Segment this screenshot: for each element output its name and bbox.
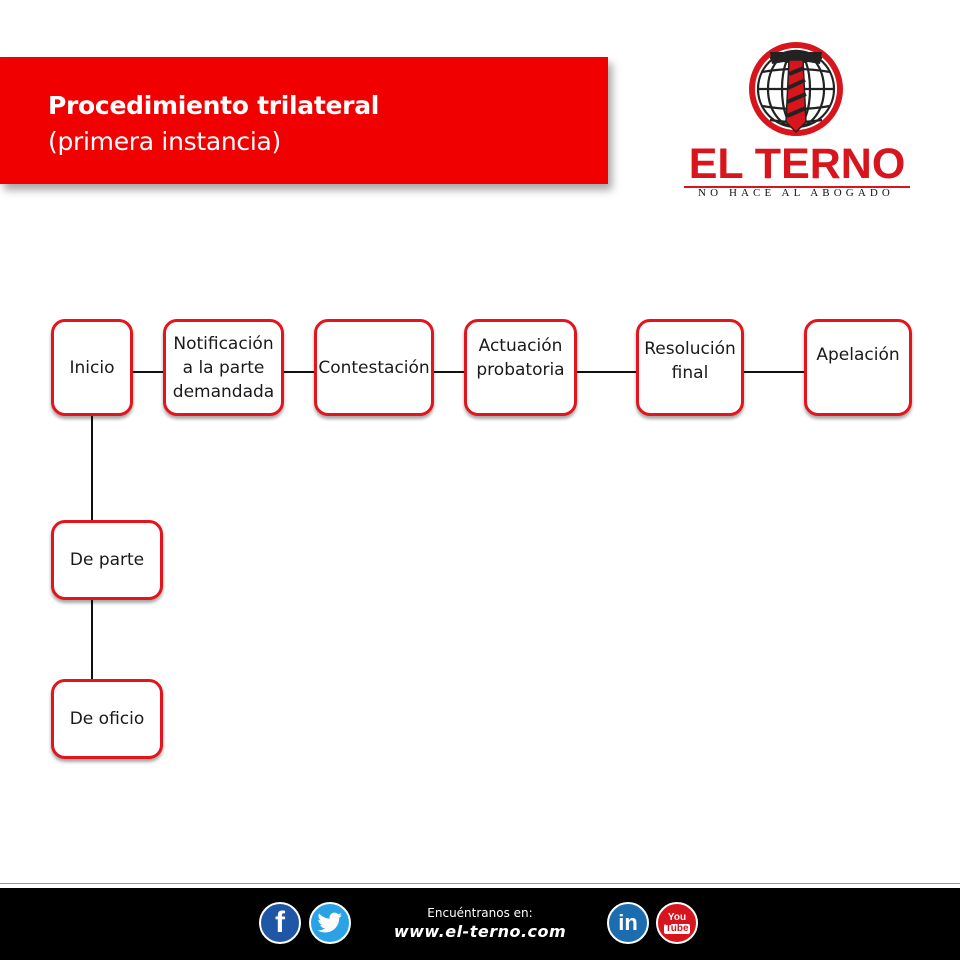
- twitter-icon[interactable]: [309, 902, 351, 944]
- logo-brand-text: EL TERNO: [688, 140, 906, 188]
- youtube-icon[interactable]: You Tube: [656, 902, 698, 944]
- node-actuacion: Actuación probatoria: [464, 319, 577, 416]
- header-banner: Procedimiento trilateral (primera instan…: [0, 57, 608, 184]
- linkedin-icon[interactable]: in: [607, 902, 649, 944]
- facebook-icon-glyph: f: [275, 906, 285, 939]
- youtube-icon-line-2: Tube: [664, 922, 690, 934]
- node-de-parte: De parte: [51, 520, 163, 600]
- logo-tagline: NO HACE AL ABOGADO: [698, 187, 894, 199]
- node-apelacion: Apelación: [804, 319, 912, 416]
- page-subtitle: (primera instancia): [48, 127, 281, 156]
- node-contestacion-label: Contestación: [318, 357, 430, 378]
- facebook-icon[interactable]: f: [259, 902, 301, 944]
- website-link[interactable]: www.el-terno.com: [393, 922, 567, 941]
- globe-tie-icon: [749, 42, 843, 136]
- el-terno-logo: EL TERNO NO HACE AL ABOGADO: [676, 40, 916, 202]
- node-contestacion: Contestación: [314, 319, 434, 416]
- node-notificacion: Notificación a la parte demandada: [163, 319, 284, 416]
- node-notificacion-line-3: demandada: [172, 381, 275, 402]
- footer-bar: f Encuéntranos en: www.el-terno.com in Y…: [0, 888, 960, 960]
- node-apelacion-label: Apelación: [816, 344, 900, 365]
- node-de-parte-label: De parte: [69, 550, 145, 570]
- page-title: Procedimiento trilateral: [48, 91, 380, 120]
- node-inicio-label: Inicio: [69, 357, 115, 378]
- footer-divider: [0, 883, 960, 884]
- node-de-oficio: De oficio: [51, 679, 163, 759]
- node-resolucion-line-2: final: [671, 362, 709, 383]
- node-actuacion-line-2: probatoria: [476, 359, 565, 380]
- node-notificacion-line-1: Notificación: [173, 333, 274, 354]
- bird-icon: [317, 912, 342, 933]
- find-us-label: Encuéntranos en:: [427, 906, 533, 920]
- node-resolucion-line-1: Resolución: [644, 338, 736, 359]
- linkedin-icon-glyph: in: [618, 910, 638, 935]
- node-actuacion-line-1: Actuación: [478, 335, 563, 356]
- node-notificacion-line-2: a la parte: [182, 357, 265, 378]
- youtube-icon-line-1: You: [667, 911, 687, 923]
- node-resolucion: Resolución final: [636, 319, 744, 416]
- logo-divider: [684, 186, 910, 188]
- node-de-oficio-label: De oficio: [69, 709, 145, 729]
- node-inicio: Inicio: [51, 319, 133, 416]
